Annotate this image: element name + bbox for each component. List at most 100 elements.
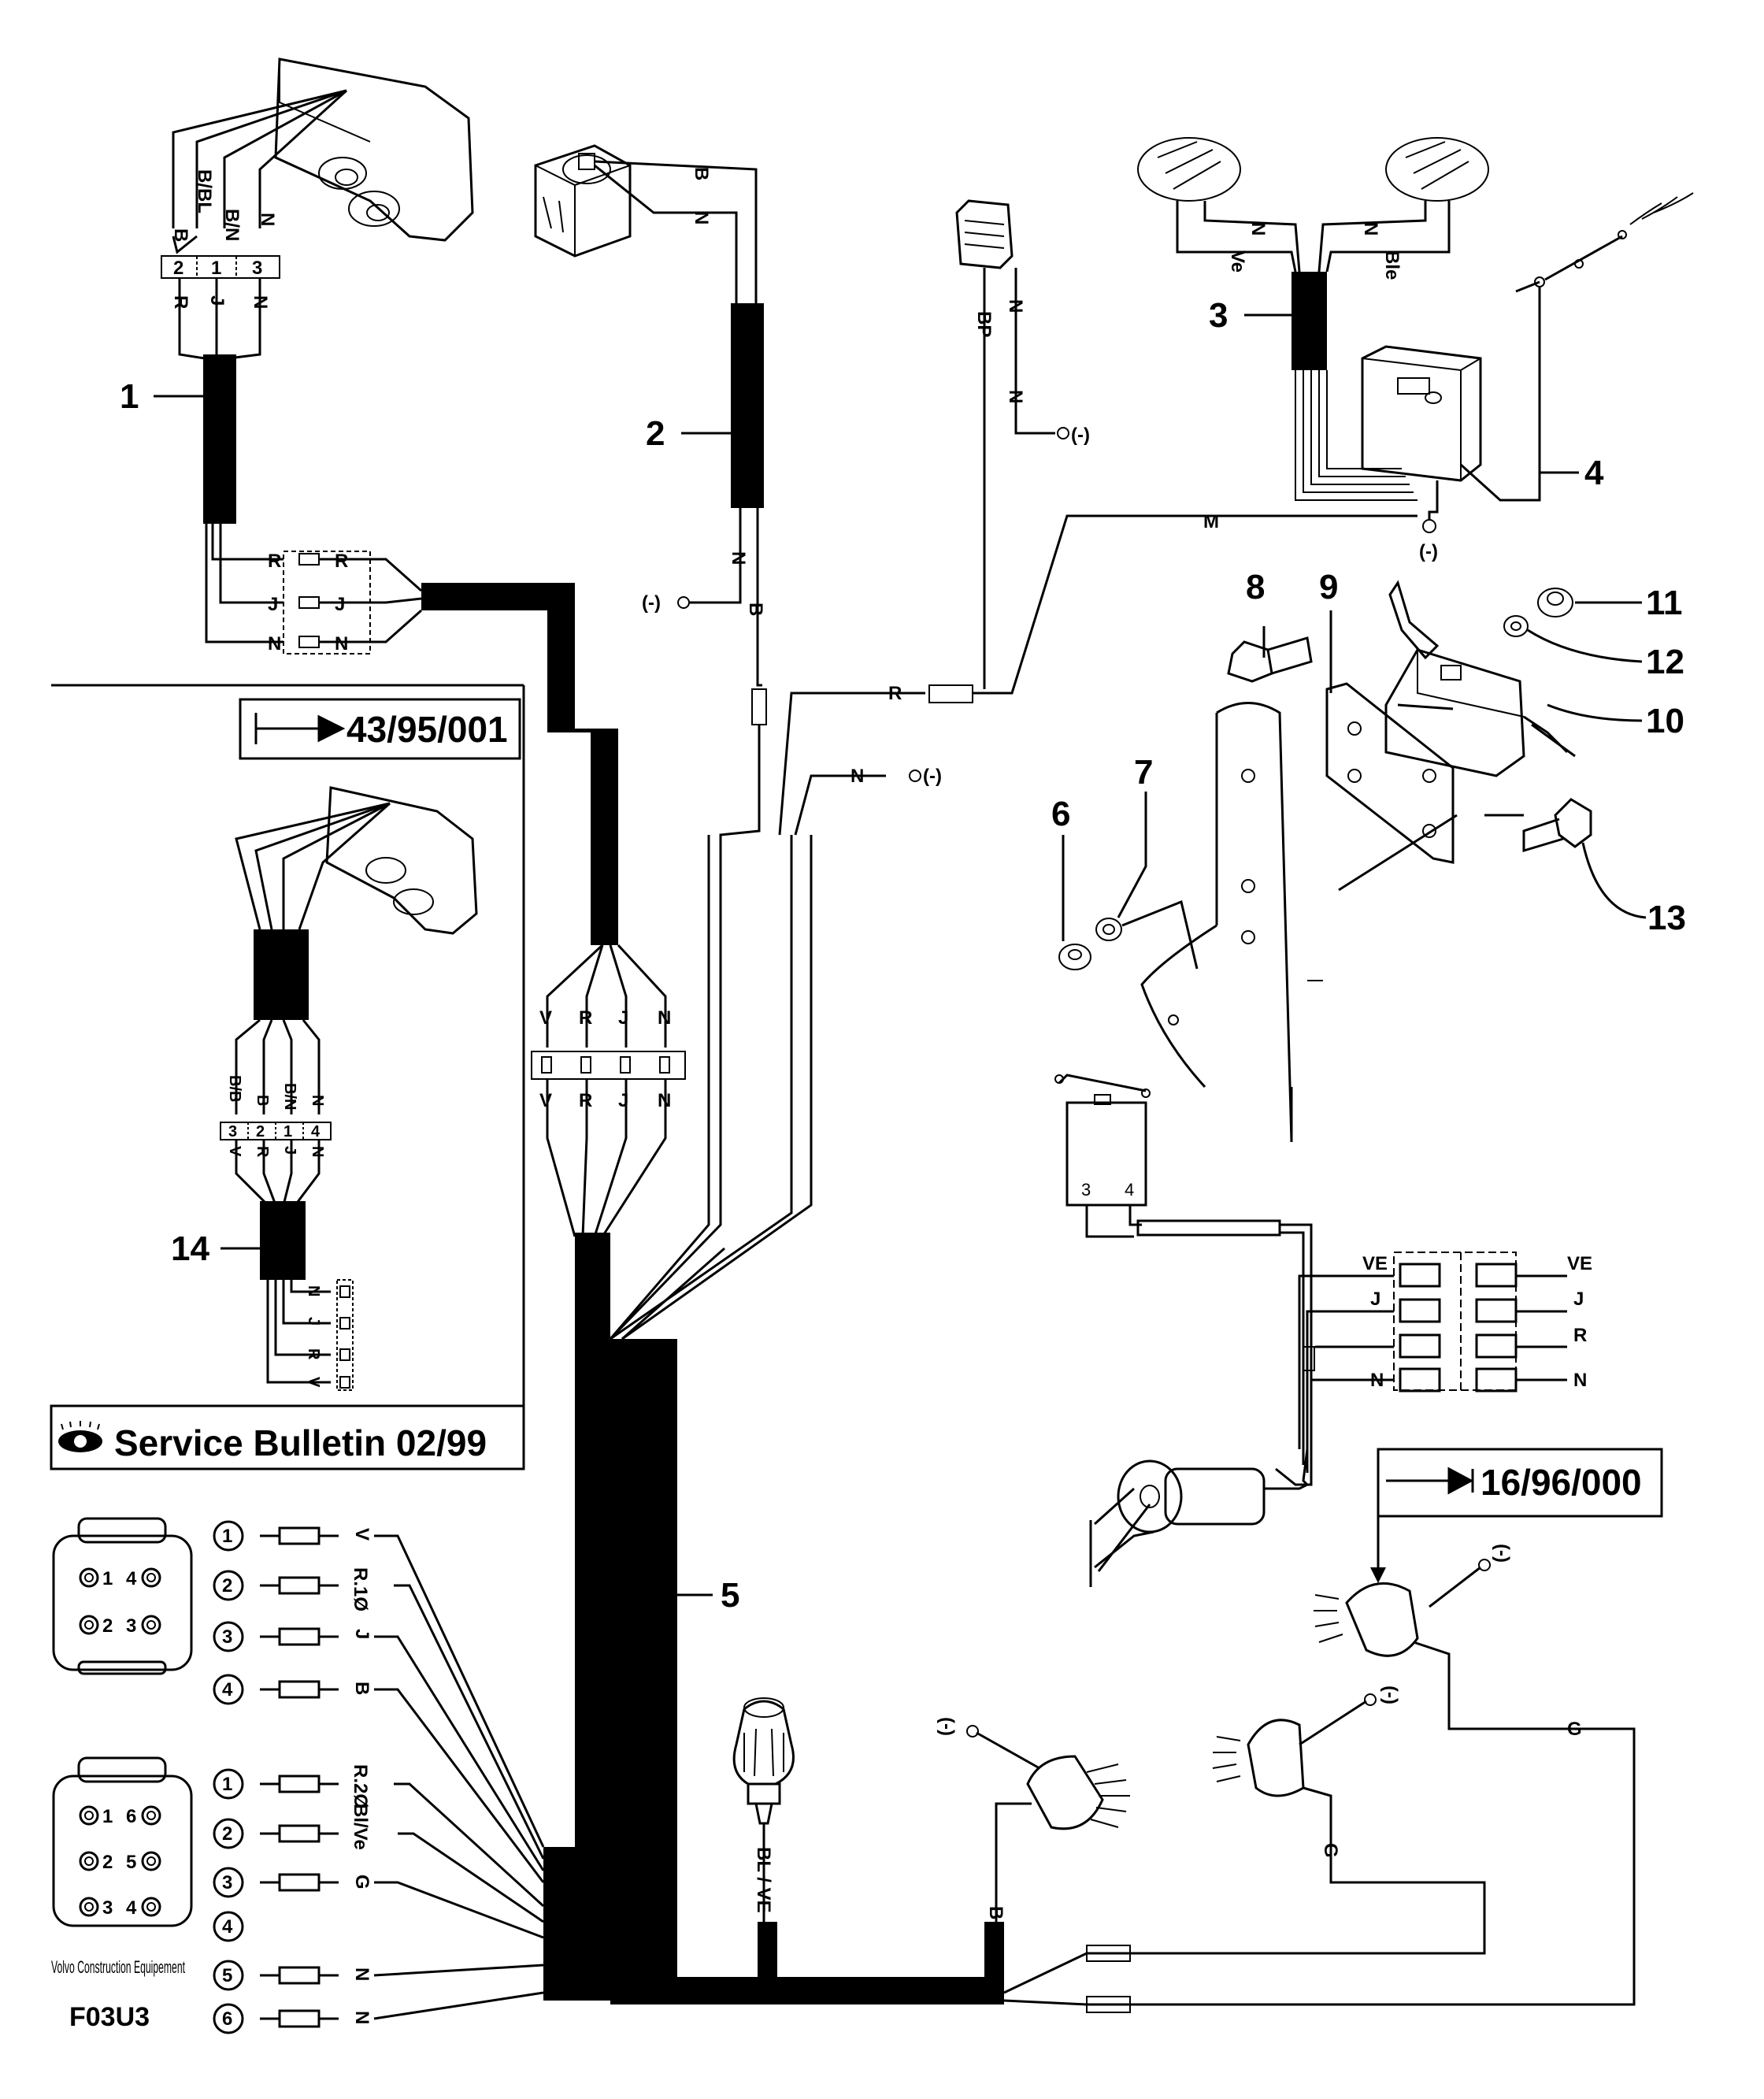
callout-7: 7 (1134, 753, 1153, 792)
ground-label: (-) (923, 766, 942, 787)
callout-14: 14 (171, 1229, 209, 1268)
wire-label: V (539, 1090, 552, 1111)
wire-label: N (250, 295, 271, 309)
switch-component-1 (274, 57, 474, 242)
pin-number: 2 (173, 258, 183, 279)
work-lamp-b: B (-) (936, 1717, 1130, 1922)
wire-label: V (305, 1377, 322, 1388)
relay-component-4: (-) (1361, 192, 1694, 562)
wire-label: N (335, 633, 348, 655)
connector-b-pin-5: 5 N (213, 1960, 544, 1991)
cavity-number: 1 (102, 1568, 113, 1589)
wire-label: M (1203, 511, 1219, 532)
wire-label: B (351, 1682, 372, 1695)
relay-motor-assembly: 3 4 VE J N VE J R N (1054, 1074, 1592, 1587)
pin-number: 3 (222, 1872, 232, 1893)
wire-label: J (351, 1629, 372, 1639)
beacon-lamp: BL / VE (732, 1697, 795, 1922)
cavity-number: 2 (102, 1852, 113, 1873)
wire-label: B/BL (194, 169, 215, 213)
pin-number: 4 (311, 1123, 321, 1140)
callout-13: 13 (1647, 899, 1686, 937)
wire-label: N (305, 1285, 322, 1296)
pin-number: 2 (222, 1575, 232, 1597)
switch-component-2: B N (534, 144, 758, 303)
wire-label: J (281, 1146, 298, 1155)
wire-label: V (226, 1146, 243, 1157)
harness-1 (203, 354, 236, 524)
wire-label: G (1567, 1719, 1582, 1740)
callout-3: 3 (1209, 296, 1228, 335)
ref-43-95-001: 43/95/001 (346, 709, 508, 750)
wire-label: N (850, 766, 864, 787)
connector-b: 1 6 2 5 3 4 (52, 1756, 193, 1927)
connector-a: 1 4 2 3 (52, 1517, 193, 1675)
wire-label: J (618, 1007, 628, 1029)
wire-label: N (257, 213, 278, 226)
wire-label: Bl/Ve (350, 1804, 371, 1850)
pin-number: 6 (222, 2008, 232, 2030)
wire-label: N (728, 551, 749, 565)
connector-a-pin-3: 3 J (213, 1621, 545, 1871)
pin-number: 2 (256, 1123, 265, 1140)
wire-label: B (745, 603, 766, 616)
pin-number: 3 (252, 258, 262, 279)
mounting-assembly (1058, 580, 1592, 1143)
wire-label: J (335, 594, 345, 615)
wire-label: N (691, 211, 712, 224)
wire-label: J (1573, 1289, 1584, 1310)
pin-number: 4 (222, 1916, 233, 1938)
ground-label: (-) (642, 592, 661, 614)
relay-pin: 3 (1081, 1180, 1091, 1200)
wire-label: N (1360, 222, 1381, 235)
inset-box-43-95-001: 43/95/001 B/B B B/N N 3 2 1 4 V R J N (50, 684, 525, 1470)
wire-label: R (268, 551, 281, 572)
pin-number: 3 (228, 1123, 237, 1140)
connector-b-pin-4: 4 (213, 1911, 244, 1942)
callout-5: 5 (721, 1576, 739, 1615)
wire-label: J (268, 594, 278, 615)
harness-upper (421, 583, 618, 945)
pin-number: 1 (222, 1774, 232, 1795)
footer-company: Volvo Construction Equipement (51, 1957, 185, 1977)
wire-label: G (1320, 1843, 1341, 1858)
wire-label: B (985, 1906, 1006, 1919)
wire-label: N (351, 2011, 372, 2024)
wire-label: Ve (1227, 250, 1248, 273)
wires-1-top (161, 89, 348, 360)
splice-1: R J N R J N (205, 524, 422, 655)
wire-label: N (658, 1090, 671, 1111)
wire-label: B/B (226, 1075, 243, 1102)
callout-12: 12 (1646, 643, 1684, 681)
wire-label: V (351, 1528, 372, 1541)
wire-label: N (1247, 222, 1269, 235)
wire-label: R (305, 1348, 322, 1360)
wire-labels-1: B B/BL B/N N 2 1 3 R J N (170, 169, 278, 309)
ground-label: (-) (1380, 1686, 1401, 1704)
connector-b-pin-1: 1 R.2Ø (213, 1764, 545, 1908)
wire-label: G (351, 1875, 372, 1889)
wire-label: R.1Ø (350, 1567, 371, 1611)
harness-lamp-branch (984, 1922, 1004, 1981)
pin-number: 3 (222, 1626, 232, 1648)
cavity-number: 3 (102, 1897, 113, 1919)
harness-5 (610, 1339, 677, 1993)
wire-label: J (206, 295, 228, 306)
wire-label: J (1370, 1289, 1380, 1310)
wire-label: R (1573, 1325, 1587, 1346)
wire-label: R (335, 551, 348, 572)
wire-label: BL / VE (753, 1847, 774, 1913)
connector-b-pin-2: 2 Bl/Ve (213, 1804, 544, 1923)
callout-4: 4 (1584, 454, 1604, 492)
rear-lamp-g2: G (-) 16/96/000 (1087, 1448, 1663, 2006)
callout-8: 8 (1246, 568, 1265, 606)
pin-number: 1 (284, 1123, 292, 1140)
connector-a-pin-1: 1 V (213, 1520, 545, 1848)
wire-label: N (1370, 1370, 1384, 1391)
callout-1: 1 (120, 377, 139, 416)
wire-label: N (309, 1095, 326, 1106)
pedal-switch: (-) BP N N (955, 199, 1090, 689)
wire-label: B/N (281, 1083, 298, 1110)
wire-label: Ble (1381, 250, 1403, 280)
